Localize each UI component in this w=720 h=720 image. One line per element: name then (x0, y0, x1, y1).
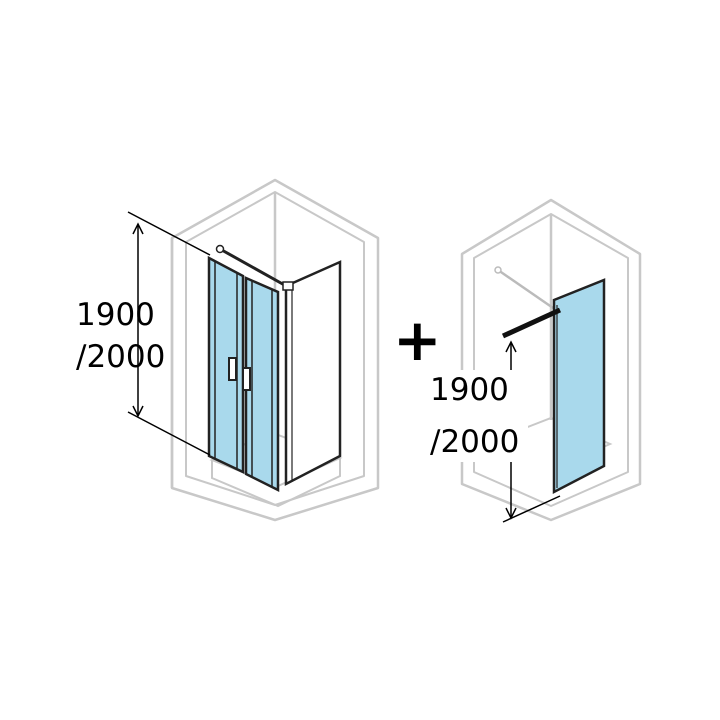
right-panel-glass (552, 278, 606, 495)
left-enclosure: 1900 /2000 (76, 178, 380, 522)
right-height-label-line1: 1900 (430, 372, 509, 408)
right-walls (460, 198, 642, 522)
right-support-bar (501, 307, 562, 339)
left-height-label-line1: 1900 (76, 297, 155, 333)
right-height-label-line2: /2000 (430, 424, 519, 460)
right-ghost-rod (494, 266, 557, 312)
left-side-panel (284, 260, 342, 487)
left-height-dimension (127, 211, 211, 456)
left-door-handle-b (242, 367, 251, 391)
left-door-glass-b (244, 276, 280, 493)
left-door-handle-a (228, 357, 237, 381)
left-support-rod (215, 244, 294, 291)
plus-sign: + (393, 306, 442, 374)
left-height-label-line2: /2000 (76, 339, 165, 375)
left-folding-door (207, 255, 280, 493)
right-walkin: 1900 /2000 (428, 198, 642, 523)
left-door-glass-a (207, 255, 245, 474)
right-glass-panel (552, 278, 606, 495)
